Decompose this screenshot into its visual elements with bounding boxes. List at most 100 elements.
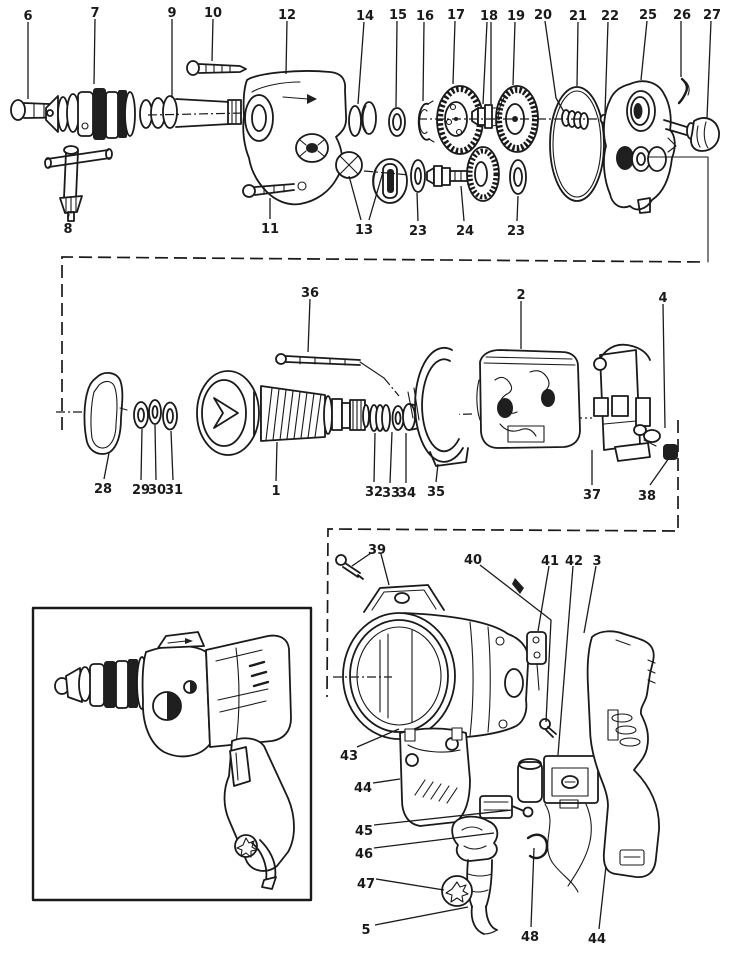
leader-line-21 (576, 21, 579, 87)
leader-line-17 (452, 20, 456, 85)
callout-24-21: 24 (456, 224, 474, 239)
callout-29-27: 29 (132, 483, 150, 498)
callout-26-15: 26 (673, 8, 691, 23)
part-side-knob-27 (663, 117, 720, 152)
callout-39-37: 39 (368, 543, 386, 558)
leader-line-8 (67, 213, 70, 220)
leader-line-13 (348, 175, 362, 221)
callout-11-18: 11 (261, 222, 279, 237)
callout-18-9: 18 (480, 9, 498, 24)
callout-36-23: 36 (301, 286, 319, 301)
callout-14-5: 14 (356, 9, 374, 24)
leader-line-47 (375, 878, 445, 891)
leader-line-19 (512, 21, 516, 86)
leader-line-18 (482, 21, 488, 105)
leader-line-30 (154, 424, 157, 481)
part-bearing-32 (369, 404, 391, 432)
callout-10-3: 10 (204, 6, 222, 21)
leader-line-7 (93, 18, 96, 85)
middle-dashed-box-right (326, 420, 679, 698)
part-chuck-key-8 (44, 145, 113, 222)
part-selector-knob-13 (372, 158, 408, 204)
callout-19-10: 19 (507, 9, 525, 24)
inset-assembled-drill (31, 606, 313, 902)
callout-5-47: 5 (361, 923, 370, 938)
leader-line-12 (285, 20, 288, 75)
part-gear-housing-12 (242, 70, 363, 206)
leader-line-42 (557, 565, 574, 756)
part-screw-11 (242, 183, 295, 198)
part-shaft-18 (471, 104, 498, 129)
leader-line-3 (583, 565, 597, 634)
callout-38-36: 38 (638, 489, 656, 504)
callout-8-17: 8 (63, 222, 72, 237)
part-terminal-bracket-41 (526, 631, 547, 691)
part-lead-guides-4 (633, 424, 661, 447)
part-spindle-9 (139, 95, 247, 129)
callout-32-31: 32 (365, 485, 383, 500)
leader-line-25 (640, 20, 648, 81)
part-washer-31 (162, 401, 178, 431)
leader-line-44 (598, 865, 607, 930)
callout-13-19: 13 (355, 223, 373, 238)
leader-line-13 (368, 171, 384, 221)
callout-41-39: 41 (541, 554, 559, 569)
callout-44-49: 44 (588, 932, 606, 947)
part-cord-guard-47 (441, 875, 473, 907)
leader-line-31 (170, 430, 174, 481)
part-pinion-gear-24 (466, 146, 500, 202)
leader-line-46 (373, 832, 495, 849)
part-fan-baffle-35 (407, 346, 469, 467)
callout-40-38: 40 (464, 553, 482, 568)
callout-48-48: 48 (521, 930, 539, 945)
side-handle-connector-line (647, 156, 709, 263)
callout-25-14: 25 (639, 8, 657, 23)
callout-12-4: 12 (278, 8, 296, 23)
callout-35-34: 35 (427, 485, 445, 500)
part-cover-plate-28 (83, 372, 128, 455)
leader-line-10 (211, 18, 214, 62)
callout-7-1: 7 (90, 6, 99, 21)
lower-shaft-centerline (363, 170, 411, 176)
part-washer-29 (133, 401, 149, 429)
callout-43-42: 43 (340, 749, 358, 764)
part-crossed-circle-13-seat (335, 151, 363, 179)
callout-17-8: 17 (447, 8, 465, 23)
leader-line-15 (395, 20, 398, 108)
drill-crest (157, 631, 205, 649)
part-armature-1 (196, 370, 370, 456)
callout-22-13: 22 (601, 9, 619, 24)
callout-30-28: 30 (148, 483, 166, 498)
bottom-assembly (333, 554, 660, 935)
callout-46-45: 46 (355, 847, 373, 862)
callout-15-6: 15 (389, 8, 407, 23)
middle-assembly (56, 256, 706, 698)
leader-line-24 (460, 185, 465, 222)
part-hook-26 (677, 77, 690, 105)
callout-44-43: 44 (354, 781, 372, 796)
part-screw-39 (335, 554, 364, 580)
part-shaft-24 (426, 165, 471, 187)
part-washer-30 (148, 399, 162, 425)
part-gasket-21 (549, 86, 605, 202)
callout-34-33: 34 (398, 486, 416, 501)
leader-line-33 (389, 431, 393, 484)
callout-9-2: 9 (167, 6, 176, 21)
part-cord-boot-46 (451, 815, 499, 908)
part-chuck-7 (45, 88, 136, 140)
part-handle-housing-3 (586, 630, 660, 878)
leader-line-1 (275, 441, 278, 482)
callout-2-24: 2 (516, 288, 525, 303)
callout-42-40: 42 (565, 554, 583, 569)
part-washer-23b (509, 159, 527, 195)
leader-line-32 (373, 432, 376, 483)
callout-31-29: 31 (165, 483, 183, 498)
top-assembly (10, 60, 720, 263)
callout-20-11: 20 (534, 8, 552, 23)
part-washers-14 (348, 101, 377, 137)
part-screw-36 (275, 353, 400, 397)
callout-4-25: 4 (658, 291, 667, 306)
drill-handle (223, 737, 295, 890)
